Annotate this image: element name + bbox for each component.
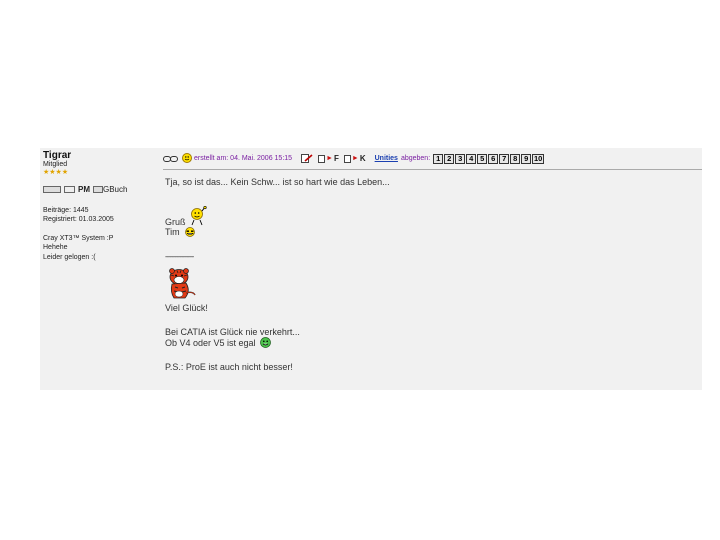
version-text: Ob V4 oder V5 ist egal [165, 337, 256, 348]
guestbook-icon[interactable] [93, 186, 103, 193]
rating-5[interactable]: 5 [477, 153, 488, 164]
arrow-icon: ► [351, 155, 359, 162]
post-content: erstellt am: 04. Mai. 2006 15:15 ►F ►K U… [160, 148, 702, 390]
permalink-icon[interactable] [163, 155, 179, 162]
good-luck-text: Viel Glück! [165, 303, 208, 313]
mail-icon[interactable] [64, 186, 75, 193]
smiley-icon [182, 152, 192, 163]
rating-6[interactable]: 6 [488, 153, 499, 164]
rating-2[interactable]: 2 [444, 153, 455, 164]
edit-button[interactable] [301, 154, 313, 163]
quote-k-label: K [359, 154, 366, 163]
waving-smiley-icon [190, 206, 207, 226]
user-signature-line3: Leider gelogen :( [43, 254, 96, 261]
document-icon [343, 154, 351, 163]
rating-9[interactable]: 9 [521, 153, 532, 164]
signature-name-row: Tim [165, 227, 702, 237]
grin-smiley-icon [184, 227, 195, 237]
post-count: Beiträge: 1445 [43, 207, 89, 214]
greeting-row: Gruß [165, 206, 702, 227]
forum-post: Tigrar Mitglied ★★★★ PM GBuch Beiträge: … [40, 148, 702, 390]
post-toolbar: erstellt am: 04. Mai. 2006 15:15 ►F ►K U… [163, 151, 702, 170]
quote-f-label: F [334, 154, 339, 163]
guestbook-link[interactable]: GBuch [103, 185, 128, 194]
rank-stars: ★★★★ [43, 169, 69, 176]
registered-date: Registriert: 01.03.2005 [43, 216, 114, 223]
rating-1[interactable]: 1 [433, 153, 444, 164]
ps-text: P.S.: ProE ist auch nicht besser! [165, 362, 293, 372]
signature-separator: ----------------- [165, 252, 194, 261]
rating-buttons: 1 2 3 4 5 6 7 8 9 10 [433, 153, 545, 164]
signature-name: Tim [165, 227, 180, 237]
rating-4[interactable]: 4 [466, 153, 477, 164]
rating-7[interactable]: 7 [499, 153, 510, 164]
abgeben-label: abgeben: [400, 155, 431, 162]
profile-icon[interactable] [43, 186, 61, 193]
pm-link[interactable]: PM [78, 185, 90, 194]
user-rank: Mitglied [43, 161, 68, 168]
catia-text: Bei CATIA ist Glück nie verkehrt... [165, 327, 300, 337]
rating-3[interactable]: 3 [455, 153, 466, 164]
rating-10[interactable]: 10 [532, 153, 545, 164]
post-line1: Tja, so ist das... Kein Schw... ist so h… [165, 177, 390, 187]
username[interactable]: Tigrar [43, 150, 72, 161]
user-sidebar: Tigrar Mitglied ★★★★ PM GBuch Beiträge: … [40, 148, 160, 390]
document-icon [318, 154, 326, 163]
version-row: Ob V4 oder V5 ist egal [165, 337, 702, 348]
tiger-image [165, 267, 199, 301]
rating-8[interactable]: 8 [510, 153, 521, 164]
unities-link[interactable]: Unities [374, 155, 398, 162]
quote-k-button[interactable]: ►K [343, 154, 366, 163]
arrow-icon: ► [326, 155, 333, 162]
edit-icon [301, 154, 313, 163]
post-date: erstellt am: 04. Mai. 2006 15:15 [194, 155, 293, 162]
user-signature-line1: Cray XT3™ System :P [43, 235, 114, 242]
post-body: Tja, so ist das... Kein Schw... ist so h… [163, 177, 702, 372]
greeting-text: Gruß [165, 217, 186, 227]
user-signature-line2: Hehehe [43, 244, 68, 251]
contact-row: PM GBuch [43, 185, 160, 194]
green-smiley-icon [259, 337, 271, 348]
tiger-icon [169, 268, 196, 299]
quote-f-button[interactable]: ►F [318, 154, 339, 163]
